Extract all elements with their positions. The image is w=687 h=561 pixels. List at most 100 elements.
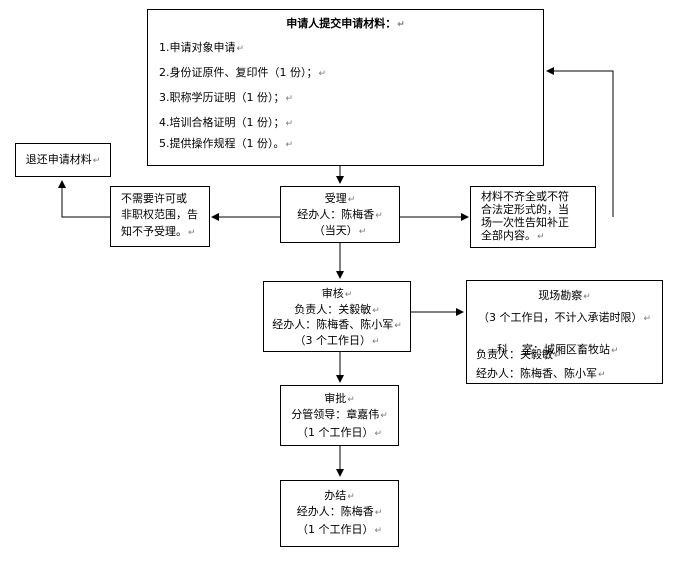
paragraph-mark: ↵ [188,228,196,238]
paragraph-mark: ↵ [285,119,294,129]
complete-line-text: 经办人：陈梅香 [296,505,374,518]
paragraph-mark: ↵ [537,232,545,242]
inspect-line-text: （3 个工作日，不计入承诺时限） [477,311,643,324]
reject-line-text: 不需要许可或 [121,192,187,205]
materials-title: 申请人提交申请材料：↵ [148,17,543,32]
reject-line-2: 非职权范围，告 [121,208,198,222]
paragraph-mark: ↵ [372,306,380,316]
paragraph-mark: ↵ [358,227,367,237]
materials-item-text: 4.培训合格证明（1 份）； [159,116,285,129]
approve-box: 审批↵ 分管领导：章嘉伟↵ （1 个工作日）↵ [280,385,399,446]
materials-box: 申请人提交申请材料：↵ 1.申请对象申请↵ 2.身份证原件、复印件（1 份）；↵… [147,9,544,166]
paragraph-mark: ↵ [236,44,245,54]
supplement-line-text: 合法定形式的，当 [481,203,569,216]
inspect-line-text: 经办人：陈梅香、陈小军 [476,367,597,380]
arrow-supplement-to-materials [546,67,614,217]
paragraph-mark: ↵ [643,314,652,324]
materials-item-text: 5.提供操作规程（1 份）。 [159,137,285,150]
materials-item-2: 2.身份证原件、复印件（1 份）；↵ [159,66,326,81]
inspect-line-text: 科 室：城厢区畜牧站 [496,343,610,356]
paragraph-mark: ↵ [347,195,356,205]
inspect-box: 现场勘察↵ （3 个工作日，不计入承诺时限）↵ 科 室：城厢区畜牧站↵ 负责人：… [466,280,663,384]
paragraph-mark: ↵ [92,156,101,166]
inspect-line-2: 科 室：城厢区畜牧站↵ [476,329,619,372]
paragraph-mark: ↵ [598,370,606,380]
reject-line-text: 知不予受理。 [121,225,187,238]
supplement-box: 材料不齐全或不符 合法定形式的，当 场一次性告知补正 全部内容。↵ [470,186,596,248]
paragraph-mark: ↵ [374,508,383,518]
materials-item-4: 4.培训合格证明（1 份）；↵ [159,116,293,131]
inspect-line-4: 经办人：陈梅香、陈小军↵ [476,367,606,382]
complete-line-3: （1 个工作日）↵ [281,523,398,538]
materials-item-text: 2.身份证原件、复印件（1 份）； [159,66,318,79]
paragraph-mark: ↵ [380,411,388,421]
paragraph-mark: ↵ [374,526,383,536]
supplement-line-text: 场一次性告知补正 [481,216,569,229]
paragraph-mark: ↵ [371,337,380,347]
review-line-4: （3 个工作日）↵ [264,334,410,349]
materials-item-1: 1.申请对象申请↵ [159,41,244,56]
paragraph-mark: ↵ [285,94,294,104]
review-line-text: （3 个工作日） [294,334,371,347]
accept-line-text: 经办人：陈梅香 [297,208,375,221]
paragraph-mark: ↵ [397,20,405,30]
approve-line-2: 分管领导：章嘉伟↵ [281,408,398,423]
return-box: 退还申请材料↵ [15,143,111,177]
supplement-line-text: 全部内容。 [481,229,536,242]
accept-line-text: 受理 [324,192,347,205]
accept-line-text: （当天） [313,224,358,237]
materials-title-text: 申请人提交申请材料： [286,17,397,30]
paragraph-mark: ↵ [554,351,562,361]
inspect-line-3: 负责人：关毅敏↵ [476,348,562,363]
supplement-line-4: 全部内容。↵ [481,229,545,244]
paragraph-mark: ↵ [318,69,327,79]
reject-line-1: 不需要许可或 [121,192,187,206]
supplement-line-text: 材料不齐全或不符 [481,190,569,203]
return-text: 退还申请材料↵ [16,153,110,168]
paragraph-mark: ↵ [375,211,383,221]
accept-line-1: 受理↵ [281,192,399,207]
accept-box: 受理↵ 经办人：陈梅香↵ （当天）↵ [280,186,400,243]
review-line-2: 负责人：关毅敏↵ [264,303,410,318]
complete-line-1: 办结↵ [281,489,398,504]
accept-line-2: 经办人：陈梅香↵ [281,208,399,223]
review-line-1: 审核↵ [264,287,410,302]
reject-line-3: 知不予受理。↵ [121,225,196,240]
review-line-text: 经办人：陈梅香、陈小军 [272,318,394,331]
supplement-line-1: 材料不齐全或不符 [481,190,569,203]
review-box: 审核↵ 负责人：关毅敏↵ 经办人：陈梅香、陈小军↵ （3 个工作日）↵ [263,281,411,352]
return-text-label: 退还申请材料 [25,153,92,166]
arrow-reject-to-return [58,180,110,218]
complete-line-text: 办结 [324,489,347,502]
supplement-line-3: 场一次性告知补正 [481,216,569,229]
complete-box: 办结↵ 经办人：陈梅香↵ （1 个工作日）↵ [280,480,399,547]
approve-line-text: （1 个工作日） [296,426,374,439]
review-line-text: 审核 [321,287,344,300]
approve-line-3: （1 个工作日）↵ [281,426,398,441]
paragraph-mark: ↵ [583,292,591,302]
materials-item-5: 5.提供操作规程（1 份）。↵ [159,137,293,152]
approve-line-text: 分管领导：章嘉伟 [291,408,380,421]
inspect-title-text: 现场勘察 [538,289,583,302]
paragraph-mark: ↵ [344,290,353,300]
materials-item-text: 1.申请对象申请 [159,41,236,54]
approve-line-1: 审批↵ [281,392,398,407]
paragraph-mark: ↵ [374,429,383,439]
paragraph-mark: ↵ [347,492,355,502]
reject-box: 不需要许可或 非职权范围，告 知不予受理。↵ [110,186,210,247]
complete-line-text: （1 个工作日） [296,523,374,536]
paragraph-mark: ↵ [610,346,619,356]
paragraph-mark: ↵ [347,395,355,405]
review-line-text: 负责人：关毅敏 [294,303,372,316]
accept-line-3: （当天）↵ [281,224,399,239]
inspect-title: 现场勘察↵ [467,289,662,304]
reject-line-text: 非职权范围，告 [121,208,198,221]
inspect-line-text: 负责人：关毅敏 [476,348,553,361]
materials-item-3: 3.职称学历证明（1 份）；↵ [159,91,293,106]
review-line-3: 经办人：陈梅香、陈小军↵ [264,318,410,333]
paragraph-mark: ↵ [285,140,294,150]
inspect-line-1: （3 个工作日，不计入承诺时限）↵ [467,311,662,326]
paragraph-mark: ↵ [394,321,402,331]
complete-line-2: 经办人：陈梅香↵ [281,505,398,520]
